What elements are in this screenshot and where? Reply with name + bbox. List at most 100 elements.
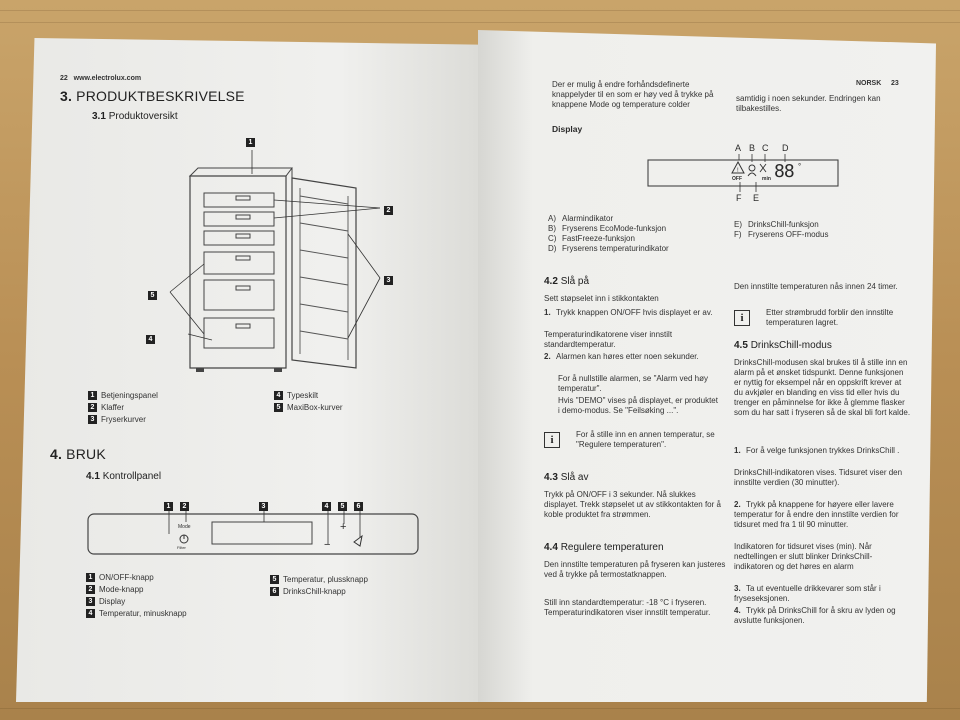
page-language: NORSK [856,80,882,87]
section-44-number: 4.4 [544,542,558,553]
intro-text-cont: samtidig i noen sekunder. Endringen kan … [736,94,881,113]
s42-intro: Sett støpselet inn i stikkontakten [544,294,659,303]
page-header-right: NORSK 23 [856,80,899,87]
info-icon: i [544,430,560,448]
legend-item: E)DrinksChill-funksjon [734,220,819,229]
section-42-title: Slå på [560,276,590,287]
display-digits: 88 [774,161,795,182]
wood-grain [0,22,960,23]
s42-step2-more: For å nullstille alarmen, se "Alarm ved … [558,374,709,393]
display-degree: ° [798,162,802,171]
section-45-number: 4.5 [734,340,748,351]
section-4-heading: 4. BRUK [50,446,106,462]
display-letter-f: F [736,193,742,203]
s45-step1-more: DrinksChill-indikatoren vises. Tidsuret … [734,468,903,487]
wood-grain [0,10,960,11]
wood-grain [0,708,960,709]
freezer-illustration [169,150,381,372]
section-44-heading: 4.4 Regulere temperaturen [544,542,664,553]
panel-label-4: 4 [322,498,331,516]
display-letter-b: B [749,143,756,153]
col2-top-text: Den innstilte temperaturen nås innen 24 … [734,282,898,291]
section-43-title: Slå av [560,472,589,483]
section-4-number: 4. [50,446,63,462]
svg-text:!: ! [737,168,739,174]
panel-label-6: 6 [354,498,363,516]
figure-label-5: 5 [148,287,157,305]
section-45-heading: 4.5 DrinksChill-modus [734,340,832,351]
panel-minus-symbol: − [324,539,331,551]
s44-text2: Still inn standardtemperatur: -18 °C i f… [544,598,711,617]
legend-item: C)FastFreeze-funksjon [548,234,635,243]
control-panel-illustration [87,508,419,555]
figure-label-3: 3 [384,272,393,290]
display-legend-col1: A)Alarmindikator B)Fryserens EcoMode-fun… [548,214,669,254]
section-43-heading: 4.3 Slå av [544,472,588,483]
legend-item: D)Fryserens temperaturindikator [548,244,669,253]
s42-info: For å stille inn en annen temperatur, se… [576,430,715,449]
legend-item: A)Alarmindikator [548,214,614,223]
display-letter-a: A [735,143,742,153]
page-header-left: 22 www.electrolux.com [60,75,141,82]
info-icon: i [734,308,750,326]
display-illustration: ! [647,154,839,192]
section-41-number: 4.1 [86,471,100,482]
right-page: NORSK 23 Der er mulig å endre forhåndsde… [478,30,936,702]
s42-step1: 1.Trykk knappen ON/OFF hvis displayet er… [544,308,713,317]
page-number: 23 [891,80,899,87]
panel-label-5: 5 [338,498,347,516]
s45-step3: 3.Ta ut eventuelle drikkevarer som står … [734,584,881,603]
panel-label-1: 1 [164,498,173,516]
section-31-title: Produktoversikt [108,111,178,122]
s44-text: Den innstilte temperaturen på fryseren k… [544,560,726,579]
section-31-heading: 3.1 Produktoversikt [92,111,178,122]
legend-item: B)Fryserens EcoMode-funksjon [548,224,667,233]
section-42-number: 4.2 [544,276,558,287]
display-letter-c: C [762,143,769,153]
section-42-heading: 4.2 Slå på [544,276,589,287]
s43-text: Trykk på ON/OFF i 3 sekunder. Nå slukkes… [544,490,721,519]
s45-step1: 1.For å velge funksjonen trykkes DrinksC… [734,446,900,455]
intro-text: Der er mulig å endre forhåndsdefinerte k… [552,80,714,109]
display-heading: Display [552,124,583,134]
section-45-title: DrinksChill-modus [750,340,832,351]
col2-info: Etter strømbrudd forblir den innstilte t… [766,308,894,327]
section-3-number: 3. [60,88,73,104]
page-number: 22 [60,75,68,82]
panel-label-3: 3 [259,498,268,516]
s42-para: Temperaturindikatorene viser innstilt st… [544,330,673,349]
panel-filter-text: Filter [177,545,186,550]
section-44-title: Regulere temperaturen [560,542,664,553]
legend-item: F)Fryserens OFF-modus [734,230,829,239]
display-letter-d: D [782,143,789,153]
section-41-heading: 4.1 Kontrollpanel [86,471,161,482]
panel-plus-symbol: + [340,521,347,533]
left-page: 22 www.electrolux.com 3. PRODUKTBESKRIVE… [16,38,478,702]
s45-text: DrinksChill-modusen skal brukes til å st… [734,358,911,417]
section-31-number: 3.1 [92,111,106,122]
display-min-label: min [762,176,771,182]
s45-step2: 2.Trykk på knappene for høyere eller lav… [734,500,899,529]
figure-label-4: 4 [146,331,155,349]
s45-step4: 4.Trykk på DrinksChill for å skru av lyd… [734,606,896,625]
section-4-title: BRUK [66,446,106,462]
section-3-heading: 3. PRODUKTBESKRIVELSE [60,88,245,104]
figure-label-2: 2 [384,202,393,220]
s42-step2-demo: Hvis "DEMO" vises på displayet, er produ… [558,396,718,415]
website-url: www.electrolux.com [73,75,142,82]
figure-label-1: 1 [246,134,255,152]
display-letter-e: E [753,193,760,203]
s45-step2-more: Indikatoren for tidsuret vises (min). Nå… [734,542,873,571]
